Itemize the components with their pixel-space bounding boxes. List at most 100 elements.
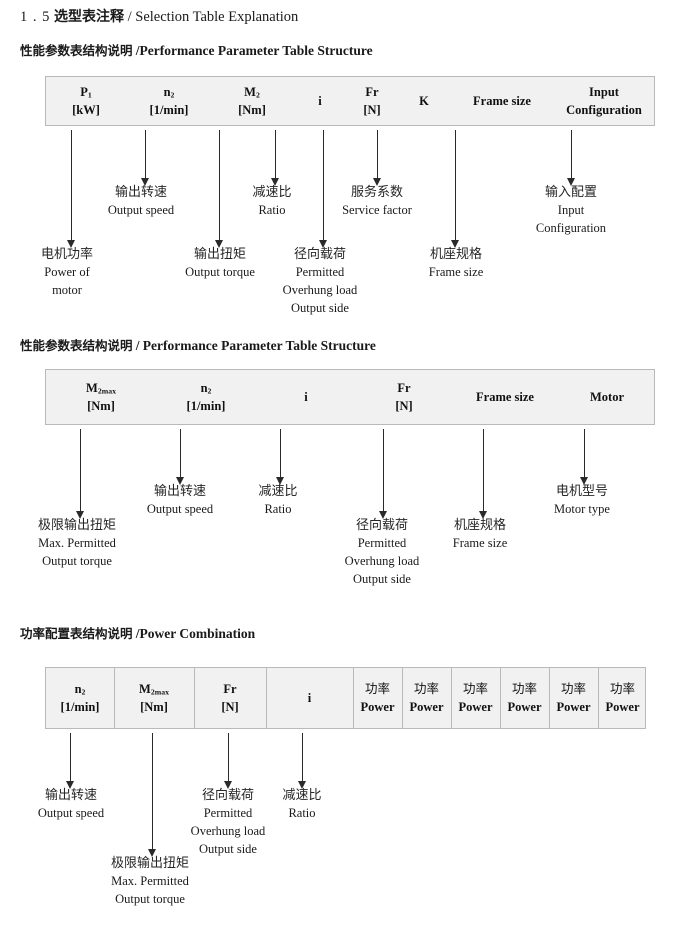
section-heading-3-en: Power Combination (139, 626, 256, 641)
annotation-max-output-torque-3-cn: 极限输出扭矩 (110, 856, 189, 871)
table3-col-m2max-unit: [Nm] (140, 700, 168, 714)
annotation-output-torque-cn: 输出扭矩 (193, 247, 246, 262)
annotation-output-speed-2-en: Output speed (146, 502, 214, 517)
table2-col-i-symbol: i (304, 389, 308, 404)
arrow-to-output-torque (215, 130, 224, 248)
annotation-ratio-1: 减速比 Ratio (240, 184, 304, 220)
annotation-overhung-load-3-cn: 径向载荷 (201, 788, 254, 803)
annotation-motor-type-en: Motor type (554, 502, 610, 517)
table3-col-power-1-cn: 功率 (364, 680, 390, 696)
arrow-to-frame-size-2 (479, 429, 488, 519)
annotation-overhung-load-1-cn: 径向载荷 (293, 247, 346, 262)
table2-col-fr-unit: [N] (395, 399, 413, 413)
annotation-max-output-torque-3-en-1: Max. Permitted (111, 874, 189, 889)
annotation-ratio-2-cn: 减速比 (258, 484, 298, 499)
section-heading-2-cn: 性能参数表结构说明 (20, 338, 133, 353)
arrow-to-power-of-motor (67, 130, 76, 248)
page-title-cn: 选型表注释 (54, 9, 124, 25)
annotation-overhung-load-3-en-1: Permitted (203, 806, 253, 821)
performance-parameter-table-1: P1 [kW] n2 [1/min] M2 [Nm] i Fr [N] K Fr… (45, 76, 655, 126)
table2-col-frame-size: Frame size (452, 388, 558, 406)
table3-col-power-5: 功率 Power (549, 680, 598, 716)
annotation-power-of-motor: 电机功率 Power of motor (7, 246, 127, 300)
table1-col-fr-symbol: Fr (365, 84, 379, 99)
annotation-overhung-load-2: 径向载荷 Permitted Overhung load Output side (332, 517, 432, 589)
annotation-frame-size-2-en: Frame size (452, 536, 508, 551)
section-heading-2: 性能参数表结构说明 / Performance Parameter Table … (20, 335, 376, 354)
table1-col-k: K (396, 92, 452, 110)
table3-col-power-2-cn: 功率 (413, 680, 439, 696)
section-heading-3-cn: 功率配置表结构说明 (20, 626, 133, 641)
annotation-overhung-load-3: 径向载荷 Permitted Overhung load Output side (178, 787, 278, 859)
table1-col-p1-unit: [kW] (72, 103, 100, 117)
table1-col-m2: M2 [Nm] (212, 83, 292, 119)
arrow-to-ratio-2 (276, 429, 285, 485)
annotation-motor-type: 电机型号 Motor type (534, 483, 630, 519)
table3-divider-3 (266, 668, 267, 728)
annotation-output-speed-3-cn: 输出转速 (44, 788, 97, 803)
annotation-output-speed-1-en: Output speed (107, 203, 175, 218)
table1-col-input-label: Input (589, 84, 619, 99)
table1-col-input-configuration: Input Configuration (552, 83, 656, 119)
table2-col-frame-size-label: Frame size (476, 389, 534, 404)
annotation-output-speed-2: 输出转速 Output speed (125, 483, 235, 519)
annotation-overhung-load-2-en-1: Permitted (357, 536, 407, 551)
annotation-max-output-torque-2-en-2: Output torque (42, 554, 112, 569)
table3-col-power-4-cn: 功率 (511, 680, 537, 696)
arrow-to-output-speed-1 (141, 130, 150, 186)
table3-col-power-3-en: Power (458, 700, 493, 714)
annotation-ratio-3-cn: 减速比 (282, 788, 322, 803)
table3-divider-1 (114, 668, 115, 728)
annotation-output-speed-2-cn: 输出转速 (153, 484, 206, 499)
table3-col-n2-unit: [1/min] (60, 700, 100, 714)
table1-col-m2-unit: [Nm] (238, 103, 266, 117)
annotation-max-output-torque-2-en-1: Max. Permitted (38, 536, 116, 551)
table2-col-m2max-symbol: M2max (86, 380, 116, 396)
power-combination-table: n2 [1/min] M2max [Nm] Fr [N] i 功率 Power … (45, 667, 646, 729)
annotation-input-configuration-en-1: Input (557, 203, 585, 218)
table3-col-i-symbol: i (307, 690, 312, 705)
arrow-to-ratio-1 (271, 130, 280, 186)
annotation-overhung-load-1-en-3: Output side (291, 300, 349, 315)
annotation-input-configuration-cn: 输入配置 (544, 185, 597, 200)
annotation-frame-size-1: 机座规格 Frame size (411, 246, 501, 282)
arrow-to-overhung-load-1 (319, 130, 328, 248)
annotation-output-torque: 输出扭矩 Output torque (164, 246, 276, 282)
annotation-overhung-load-1-en-2: Overhung load (282, 283, 358, 298)
table1-col-configuration-label: Configuration (566, 103, 642, 117)
table3-divider-8 (549, 668, 550, 728)
table2-col-n2-unit: [1/min] (186, 399, 226, 413)
annotation-service-factor-cn: 服务系数 (350, 185, 403, 200)
table2-col-n2: n2 [1/min] (156, 379, 256, 415)
table1-col-k-symbol: K (419, 93, 429, 108)
annotation-output-torque-en: Output torque (185, 265, 255, 280)
arrow-to-ratio-3 (298, 733, 307, 789)
annotation-power-of-motor-en-1: Power of (44, 265, 90, 280)
table3-col-power-6: 功率 Power (598, 680, 647, 716)
annotation-power-of-motor-en-2: motor (52, 283, 82, 298)
section-heading-1: 性能参数表结构说明 /Performance Parameter Table S… (20, 40, 373, 59)
table2-col-fr-symbol: Fr (397, 380, 411, 395)
table3-col-power-1: 功率 Power (353, 680, 402, 716)
table1-col-n2: n2 [1/min] (126, 83, 212, 119)
table3-col-power-3-cn: 功率 (462, 680, 488, 696)
table3-col-m2max: M2max [Nm] (114, 680, 194, 716)
annotation-service-factor: 服务系数 Service factor (323, 184, 431, 220)
table3-divider-7 (500, 668, 501, 728)
arrow-to-input-configuration (567, 130, 576, 186)
arrow-to-frame-size-1 (451, 130, 460, 248)
annotation-overhung-load-3-en-2: Overhung load (190, 824, 266, 839)
section-heading-2-separator: / (135, 338, 140, 353)
arrow-to-max-output-torque-3 (148, 733, 157, 857)
arrow-to-max-output-torque-2 (76, 429, 85, 519)
annotation-output-speed-3-en: Output speed (37, 806, 105, 821)
arrow-to-service-factor (373, 130, 382, 186)
table1-col-i: i (292, 92, 348, 110)
arrow-to-overhung-load-2 (379, 429, 388, 519)
table1-col-n2-unit: [1/min] (149, 103, 189, 117)
table3-col-power-2-en: Power (409, 700, 444, 714)
annotation-motor-type-cn: 电机型号 (555, 484, 608, 499)
arrow-to-overhung-load-3 (224, 733, 233, 789)
annotation-overhung-load-2-en-3: Output side (353, 571, 411, 586)
section-heading-1-en: Performance Parameter Table Structure (139, 43, 373, 58)
